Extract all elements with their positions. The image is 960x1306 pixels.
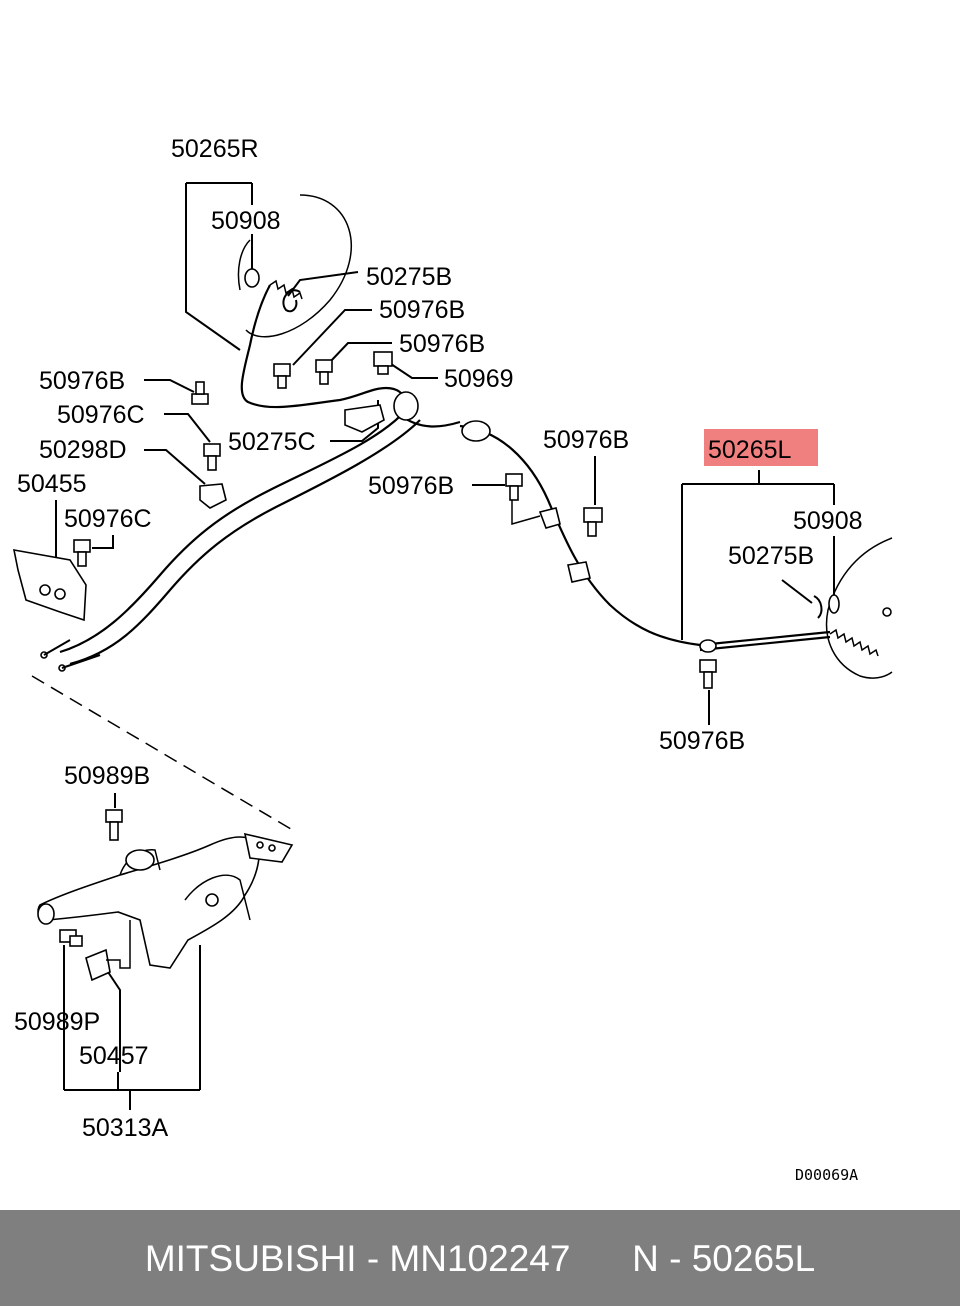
label-50976B-b: 50976B xyxy=(399,330,485,358)
label-50313A: 50313A xyxy=(82,1114,169,1142)
label-50969: 50969 xyxy=(444,365,514,393)
label-50455: 50455 xyxy=(17,470,87,498)
footer-part-number: MITSUBISHI - MN102247 N - 50265L xyxy=(144,1238,816,1279)
label-50457: 50457 xyxy=(79,1042,149,1070)
label-50976B-bottom: 50976B xyxy=(659,727,745,755)
label-50908-right: 50908 xyxy=(793,507,863,535)
brake-cable-diagram: 50265R 50908 50275B 50976B 50976B 50969 … xyxy=(12,135,893,1184)
label-50275B-right: 50275B xyxy=(728,542,814,570)
part-labels: 50265R 50908 50275B 50976B 50976B 50969 … xyxy=(14,135,863,1184)
diagram-code: D00069A xyxy=(795,1166,858,1184)
label-50275B-top: 50275B xyxy=(366,263,452,291)
label-50265L: 50265L xyxy=(708,436,792,464)
label-50989P: 50989P xyxy=(14,1008,100,1036)
label-50976B-right: 50976B xyxy=(543,426,629,454)
label-50976C-small: 50976C xyxy=(64,505,152,533)
bolts-and-clips xyxy=(12,268,840,689)
parking-brake-lever xyxy=(37,809,294,982)
label-50989B: 50989B xyxy=(64,762,150,790)
label-50265R: 50265R xyxy=(171,135,259,163)
brake-cables xyxy=(40,279,892,672)
label-50976B-left: 50976B xyxy=(39,367,125,395)
label-50298D: 50298D xyxy=(39,436,127,464)
selected-part-highlight xyxy=(704,429,818,466)
label-50976C-left: 50976C xyxy=(57,401,145,429)
drum-outlines xyxy=(237,194,893,679)
label-50976B-a: 50976B xyxy=(379,296,465,324)
label-50976B-mid: 50976B xyxy=(368,472,454,500)
label-50908-top: 50908 xyxy=(211,207,281,235)
footer-bar: MITSUBISHI - MN102247 N - 50265L xyxy=(0,1210,960,1306)
label-50275C: 50275C xyxy=(228,428,316,456)
